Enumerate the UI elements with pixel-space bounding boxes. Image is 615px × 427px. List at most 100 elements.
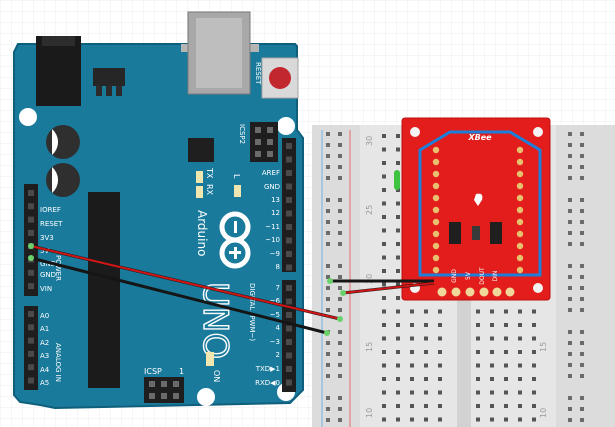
- breadboard-hole: [382, 242, 386, 246]
- xbee-pin: [516, 158, 524, 166]
- breadboard-hole: [490, 417, 494, 422]
- pin-label-reset: RESET: [40, 220, 63, 228]
- header-pin: [286, 224, 292, 230]
- reset-label: RESET: [254, 62, 262, 85]
- breadboard-hole: [532, 336, 536, 341]
- icsp-header: [144, 377, 184, 403]
- pin-label-3: ~3: [270, 338, 280, 346]
- breadboard-hole: [568, 132, 572, 136]
- header-pin: [286, 210, 292, 217]
- breadboard-hole: [338, 220, 342, 224]
- breadboard-hole: [504, 377, 508, 381]
- header-pin: [286, 339, 292, 345]
- icsp-pin: [149, 393, 155, 399]
- header-pin: [28, 311, 34, 317]
- power-header: [24, 184, 38, 296]
- xbee-pin: [432, 230, 440, 238]
- breadboard-hole: [338, 330, 342, 334]
- breadboard-hole: [326, 363, 330, 367]
- row-number-10-right: 10: [539, 408, 548, 418]
- xbee-component: [490, 222, 502, 244]
- breadboard-hole: [382, 215, 386, 219]
- breadboard-hole: [382, 174, 386, 179]
- breadboard-hole: [568, 209, 572, 213]
- wire-end: [327, 278, 333, 284]
- breadboard-hole: [338, 363, 342, 367]
- tx-label: TX: [205, 167, 214, 179]
- breadboard-hole: [476, 350, 480, 354]
- wire-black-gnd: [30, 256, 328, 335]
- breadboard-hole: [424, 377, 428, 381]
- l-led: [234, 185, 241, 197]
- atmega-chip: [88, 192, 120, 388]
- breadboard-hole: [396, 201, 400, 206]
- breadboard-hole: [580, 242, 584, 246]
- icsp-pin1-label: 1: [179, 367, 184, 376]
- wire-end: [28, 255, 34, 261]
- breadboard-hole: [396, 134, 400, 138]
- breadboard-hole: [396, 350, 400, 354]
- row-number-15-right: 15: [539, 342, 548, 352]
- breadboard-hole: [476, 417, 480, 422]
- breadboard-hole: [518, 404, 522, 408]
- breadboard-hole: [580, 264, 584, 268]
- reset-button-cap[interactable]: [269, 67, 291, 89]
- xbee-pin: [516, 242, 524, 250]
- breadboard-hole: [476, 363, 480, 368]
- icsp-pin: [149, 381, 155, 387]
- breadboard-hole: [580, 220, 584, 224]
- breadboard-hole: [532, 404, 536, 408]
- breadboard-hole: [326, 132, 330, 136]
- xbee-component: [472, 226, 480, 240]
- breadboard-hole: [568, 297, 572, 301]
- breadboard-hole: [580, 143, 584, 147]
- breadboard-hole: [338, 143, 342, 147]
- breadboard-hole: [410, 309, 414, 314]
- icsp-pin: [161, 393, 167, 399]
- pin-label-4: 4: [276, 324, 281, 332]
- header-pin: [28, 203, 34, 210]
- wire-end: [324, 330, 330, 336]
- power-label: POWER: [54, 255, 62, 281]
- rx-led: [196, 186, 203, 198]
- arduino-pcb: [13, 43, 304, 410]
- breadboard-hole: [326, 198, 330, 202]
- breadboard-hole: [396, 269, 400, 273]
- pin-label-a4: A4: [40, 366, 50, 374]
- xbee-pin-gnd: GND: [451, 269, 458, 283]
- breadboard-hole: [338, 275, 342, 279]
- xbee-module-outline: [418, 130, 542, 277]
- breadboard-hole: [580, 374, 584, 378]
- breadboard-hole: [410, 390, 414, 395]
- pin-label-3v3: 3V3: [40, 234, 54, 242]
- breadboard-hole: [396, 147, 400, 152]
- on-led: [206, 352, 214, 366]
- xbee-pin: [432, 170, 440, 178]
- breadboard-hole: [326, 297, 330, 301]
- breadboard-hole: [580, 418, 584, 422]
- pin-label-gnd-2: GND: [40, 271, 56, 279]
- breadboard-hole: [382, 417, 386, 422]
- breadboard-hole: [382, 228, 386, 233]
- breadboard-hole: [396, 323, 400, 327]
- breadboard-hole: [326, 286, 330, 290]
- breadboard-hole: [532, 390, 536, 395]
- icsp-pin: [255, 139, 261, 145]
- dc-jack-top: [42, 36, 75, 46]
- usb-chip: [188, 138, 214, 162]
- breadboard-hole: [326, 275, 330, 279]
- breadboard-hole: [568, 352, 572, 356]
- breadboard-hole: [532, 350, 536, 354]
- xbee-pin: [432, 182, 440, 190]
- breadboard-hole: [326, 264, 330, 268]
- capacitor-marking: [52, 129, 59, 155]
- breadboard-hole: [382, 377, 386, 381]
- xbee-pin: [432, 206, 440, 214]
- pin-label-12: 12: [271, 209, 280, 217]
- breadboard-hole: [424, 309, 428, 314]
- header-pin: [28, 337, 34, 344]
- xbee-pin: [516, 206, 524, 214]
- breadboard-hole: [410, 323, 414, 327]
- power-pin-labels: IOREF RESET 3V3 5V GND GND VIN POWER: [40, 206, 63, 293]
- breadboard-hole: [518, 350, 522, 354]
